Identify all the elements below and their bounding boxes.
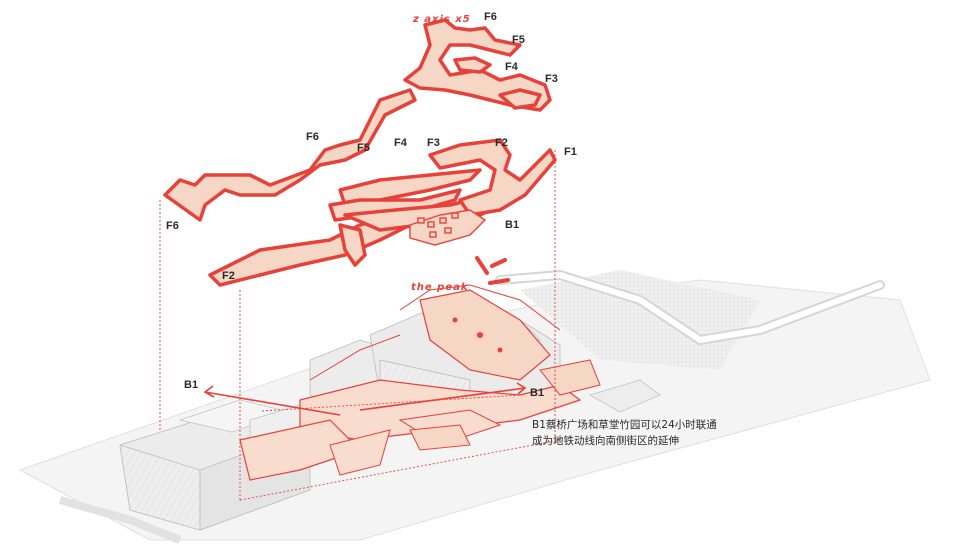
b1-arrows <box>203 382 527 416</box>
label-mid-f5: F5 <box>357 142 370 154</box>
label-top-f6: F6 <box>484 11 497 23</box>
label-top-f3: F3 <box>545 73 558 85</box>
entry-arrow <box>475 256 510 285</box>
label-top-f4: F4 <box>505 61 518 73</box>
mid-floor-paths <box>163 88 557 287</box>
peak-label: the peak <box>411 282 469 293</box>
label-site-b1-left: B1 <box>184 379 199 391</box>
label-top-f5: F5 <box>512 34 525 46</box>
peak-outline <box>309 284 561 381</box>
label-mid-f1: F1 <box>564 146 577 158</box>
label-left-f2: F2 <box>222 270 235 282</box>
projection-lines <box>159 150 561 501</box>
scale-label: z axis x5 <box>413 14 471 25</box>
annotation-line-2: 成为地铁动线向南侧街区的延伸 <box>532 435 679 447</box>
label-mid-f6: F6 <box>306 131 319 143</box>
site-circulation <box>239 289 601 481</box>
annotation-line-1: B1蔡桥广场和草堂竹园可以24小时联通 <box>532 419 717 431</box>
mid-b1-block <box>409 209 487 246</box>
top-floor-paths <box>403 18 552 112</box>
label-left-f6: F6 <box>166 220 179 232</box>
annotation-note: B1蔡桥广场和草堂竹园可以24小时联通 成为地铁动线向南侧街区的延伸 <box>532 417 717 449</box>
label-mid-f3: F3 <box>427 137 440 149</box>
label-mid-f2: F2 <box>495 137 508 149</box>
label-mid-b1: B1 <box>505 219 520 231</box>
label-site-b1-right: B1 <box>530 387 545 399</box>
label-mid-f4: F4 <box>394 137 407 149</box>
